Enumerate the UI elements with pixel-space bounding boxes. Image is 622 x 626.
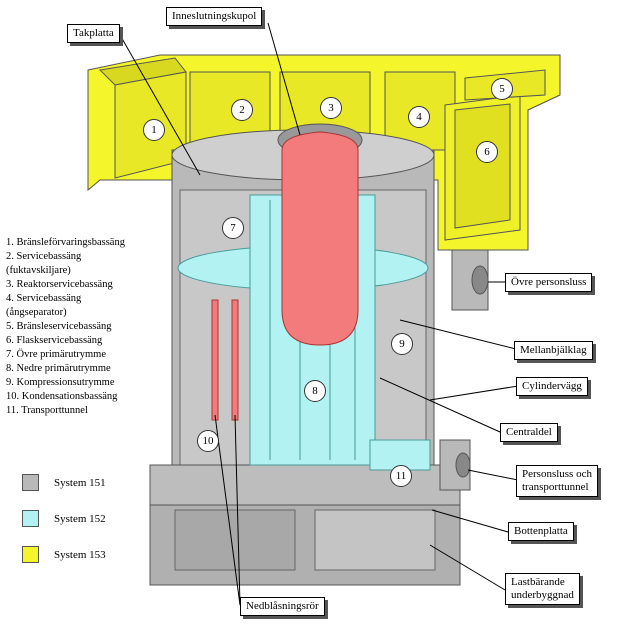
system-legend-151: System 151 <box>22 474 106 491</box>
marker-8: 8 <box>304 380 326 402</box>
swatch-system-152 <box>22 510 39 527</box>
legend-item: 5. Bränsleservicebassäng <box>6 321 112 332</box>
legend-item: (fuktavskiljare) <box>6 265 71 276</box>
legend-item: 9. Kompressionsutrymme <box>6 377 115 388</box>
label-cylindervagg: Cylindervägg <box>516 377 588 396</box>
system-label: System 153 <box>54 548 106 561</box>
legend-item: 6. Flaskservicebassäng <box>6 335 103 346</box>
marker-6: 6 <box>476 141 498 163</box>
system-legend-152: System 152 <box>22 510 106 527</box>
numbered-legend: 1. Bränsleförvaringsbassäng 2. Serviceba… <box>6 236 125 418</box>
marker-1: 1 <box>143 119 165 141</box>
legend-item: 1. Bränsleförvaringsbassäng <box>6 237 125 248</box>
label-takplatta: Takplatta <box>67 24 120 43</box>
legend-item: 4. Servicebassäng <box>6 293 82 304</box>
system-label: System 151 <box>54 476 106 489</box>
legend-item: 7. Övre primärutrymme <box>6 349 107 360</box>
system-legend-153: System 153 <box>22 546 106 563</box>
legend-item: 8. Nedre primärutrymme <box>6 363 111 374</box>
label-nedblasningsror: Nedblåsningsrör <box>240 597 325 616</box>
marker-3: 3 <box>320 97 342 119</box>
callout-lines <box>119 22 521 606</box>
marker-11: 11 <box>390 465 412 487</box>
legend-item: 11. Transporttunnel <box>6 405 88 416</box>
legend-item: 3. Reaktorservicebassäng <box>6 279 113 290</box>
label-centraldel: Centraldel <box>500 423 558 442</box>
swatch-system-153 <box>22 546 39 563</box>
label-personsluss: Personsluss och transporttunnel <box>516 465 598 497</box>
legend-item: 10. Kondensationsbassäng <box>6 391 118 402</box>
system-label: System 152 <box>54 512 106 525</box>
label-lastbarande-line1: Lastbärande <box>511 576 565 588</box>
reactor-vessel <box>277 123 363 346</box>
marker-5: 5 <box>491 78 513 100</box>
label-mellanbjalklag: Mellanbjälklag <box>514 341 593 360</box>
label-inneslutningskupol: Inneslutningskupol <box>166 7 263 26</box>
swatch-system-151 <box>22 474 39 491</box>
marker-4: 4 <box>408 106 430 128</box>
label-bottenplatta: Bottenplatta <box>508 522 574 541</box>
legend-item: 2. Servicebassäng <box>6 251 82 262</box>
marker-10: 10 <box>197 430 219 452</box>
label-personsluss-line1: Personsluss och <box>522 468 592 480</box>
label-lastbarande: Lastbärande underbyggnad <box>505 573 580 605</box>
marker-2: 2 <box>231 99 253 121</box>
legend-item: (ångseparator) <box>6 307 67 318</box>
label-ovre-personsluss: Övre personsluss <box>505 273 593 292</box>
label-lastbarande-line2: underbyggnad <box>511 589 574 601</box>
label-personsluss-line2: transporttunnel <box>522 481 589 493</box>
marker-9: 9 <box>391 333 413 355</box>
marker-7: 7 <box>222 217 244 239</box>
